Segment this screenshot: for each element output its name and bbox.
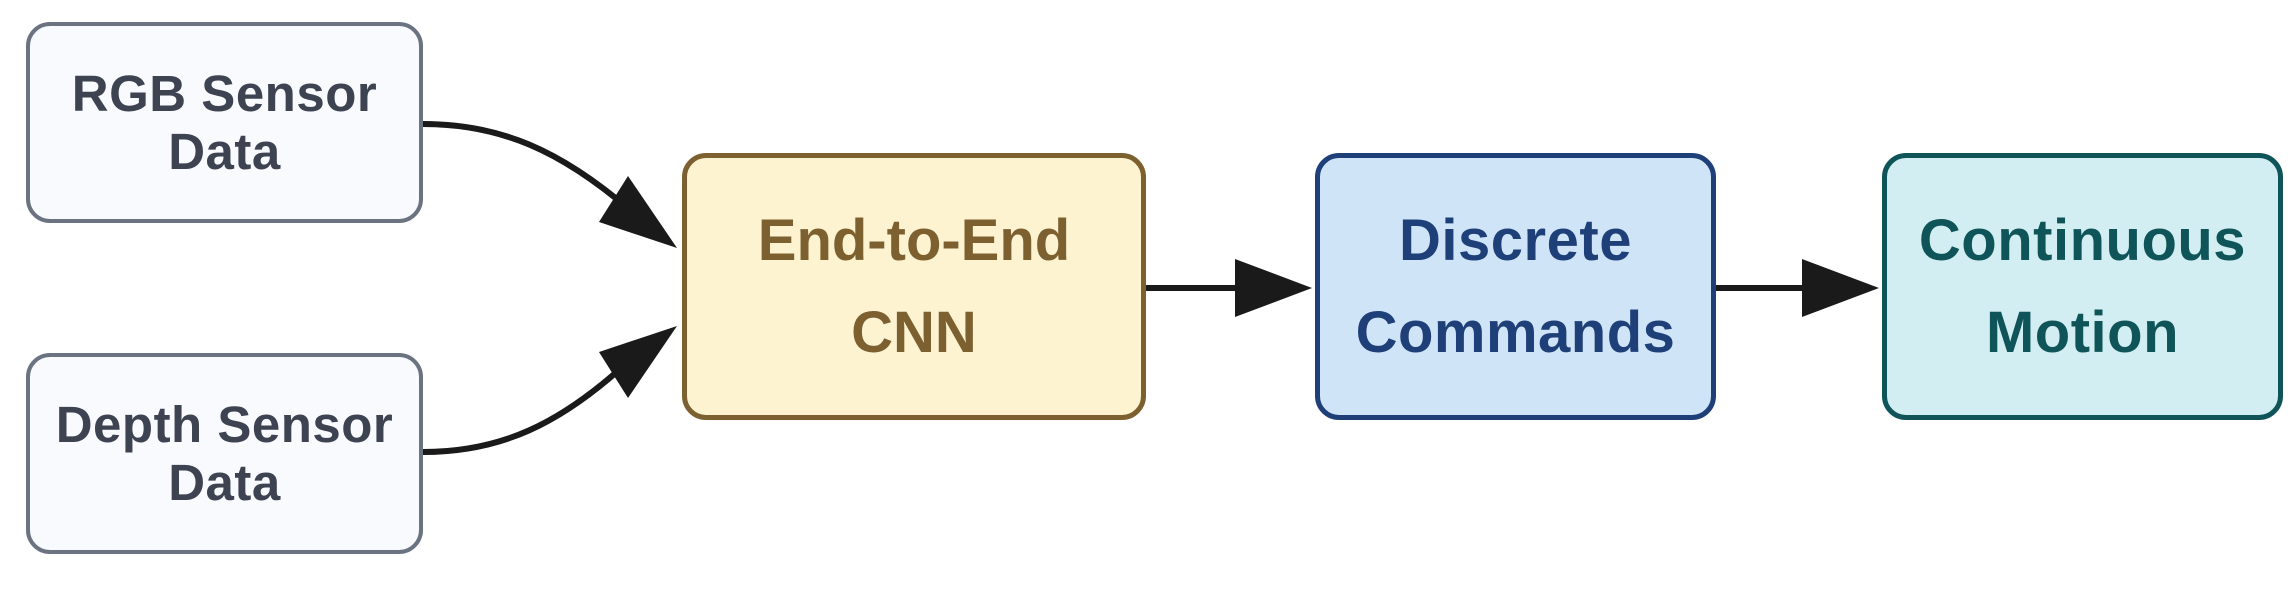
depth-sensor-label-line1: Depth Sensor	[55, 395, 394, 453]
arrowhead-cnn-to-discrete	[1235, 259, 1312, 317]
rgb-sensor-node: RGB Sensor Data	[26, 22, 423, 223]
discrete-label-line2: Commands	[1355, 299, 1676, 365]
continuous-label-line1: Continuous	[1918, 207, 2247, 273]
discrete-commands-node: Discrete Commands	[1315, 153, 1716, 420]
edge-rgb-to-cnn	[420, 121, 633, 213]
cnn-label-line1: End-to-End	[757, 207, 1071, 273]
depth-sensor-node: Depth Sensor Data	[26, 353, 423, 554]
rgb-sensor-label-line2: Data	[168, 122, 281, 180]
arrowhead-rgb-to-cnn	[599, 176, 677, 248]
discrete-label-line1: Discrete	[1399, 207, 1632, 273]
continuous-motion-node: Continuous Motion	[1882, 153, 2283, 420]
cnn-label-line2: CNN	[851, 299, 977, 365]
depth-sensor-label-line2: Data	[168, 453, 281, 511]
arrowhead-depth-to-cnn	[599, 326, 677, 398]
continuous-label-line2: Motion	[1985, 299, 2180, 365]
arrowhead-discrete-to-continuous	[1802, 259, 1879, 317]
rgb-sensor-label-line1: RGB Sensor	[71, 64, 378, 122]
edge-depth-to-cnn	[420, 357, 633, 455]
cnn-node: End-to-End CNN	[682, 153, 1146, 420]
